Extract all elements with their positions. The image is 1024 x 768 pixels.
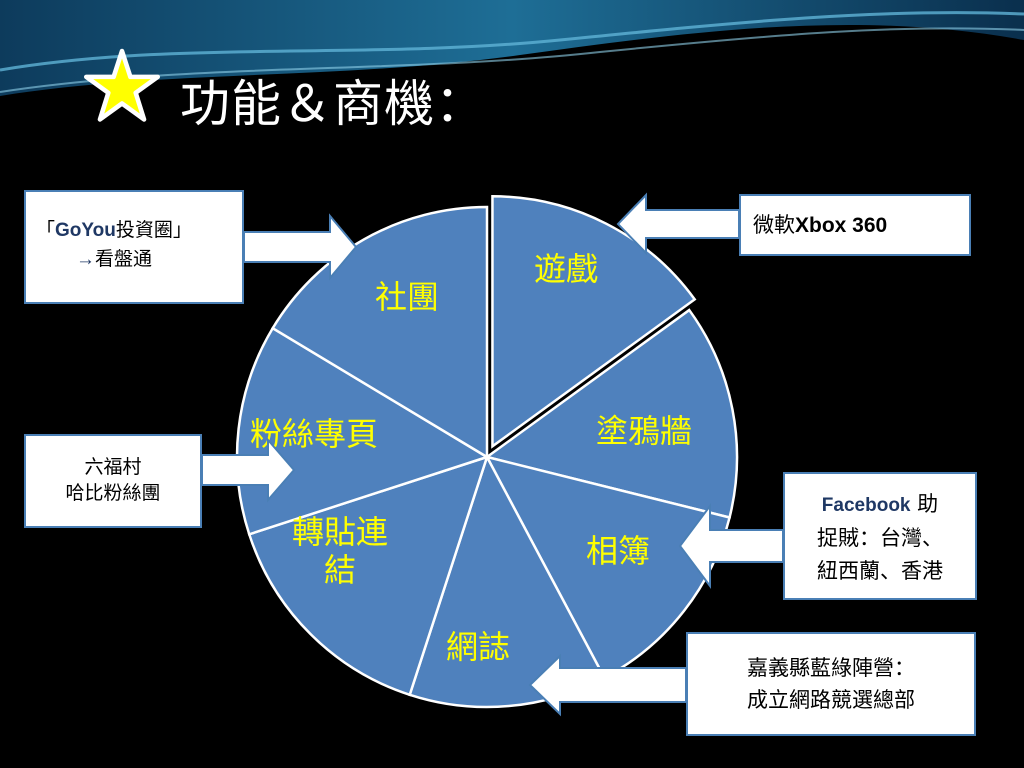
pie-segment-1 — [491, 195, 697, 449]
callout-facebook: Facebook 助 捉賊：台灣、 紐西蘭、香港 — [783, 472, 977, 600]
pie-segment-5 — [247, 455, 489, 697]
right-arrow-icon: → — [76, 249, 95, 270]
segment-label-repost-line1: 轉貼連 — [292, 513, 389, 551]
callout-facebook-line2: 捉賊：台灣、 — [817, 526, 943, 550]
segment-label-repost: 轉貼連 結 — [292, 513, 388, 589]
segment-label-fanpage: 粉絲專頁 — [250, 415, 379, 453]
callout-chiayi-line1: 嘉義縣藍綠陣營： — [747, 656, 915, 680]
segment-label-wall: 塗鴉牆 — [596, 412, 693, 450]
callout-goyou: 「GoYou投資圈」 →看盤通 — [24, 190, 244, 304]
callout-xbox: 微軟Xbox 360 — [739, 194, 971, 256]
slide-title: 功能＆商機： — [180, 75, 486, 133]
pie-segment-6 — [235, 326, 490, 536]
callout-leofoo: 六福村 哈比粉絲團 — [24, 434, 202, 528]
segment-label-albums: 相簿 — [586, 532, 651, 570]
callout-facebook-line3: 紐西蘭、香港 — [817, 559, 943, 583]
callout-leofoo-line1: 六福村 — [84, 456, 142, 478]
segment-label-blog: 網誌 — [446, 628, 511, 666]
callout-chiayi: 嘉義縣藍綠陣營： 成立網路競選總部 — [686, 632, 976, 736]
callout-facebook-line1: Facebook 助 — [821, 492, 939, 516]
segment-label-groups: 社團 — [375, 278, 440, 316]
callout-goyou-line2: →看盤通 — [76, 248, 153, 270]
pie-segment-2 — [484, 308, 739, 519]
callout-chiayi-line2: 成立網路競選總部 — [747, 688, 915, 712]
segment-label-repost-line2: 結 — [324, 551, 357, 589]
star-icon — [84, 48, 160, 122]
callout-leofoo-line2: 哈比粉絲團 — [65, 482, 161, 504]
segment-label-games: 遊戲 — [534, 250, 599, 288]
callout-goyou-line1: 「GoYou投資圈」 — [36, 219, 192, 241]
